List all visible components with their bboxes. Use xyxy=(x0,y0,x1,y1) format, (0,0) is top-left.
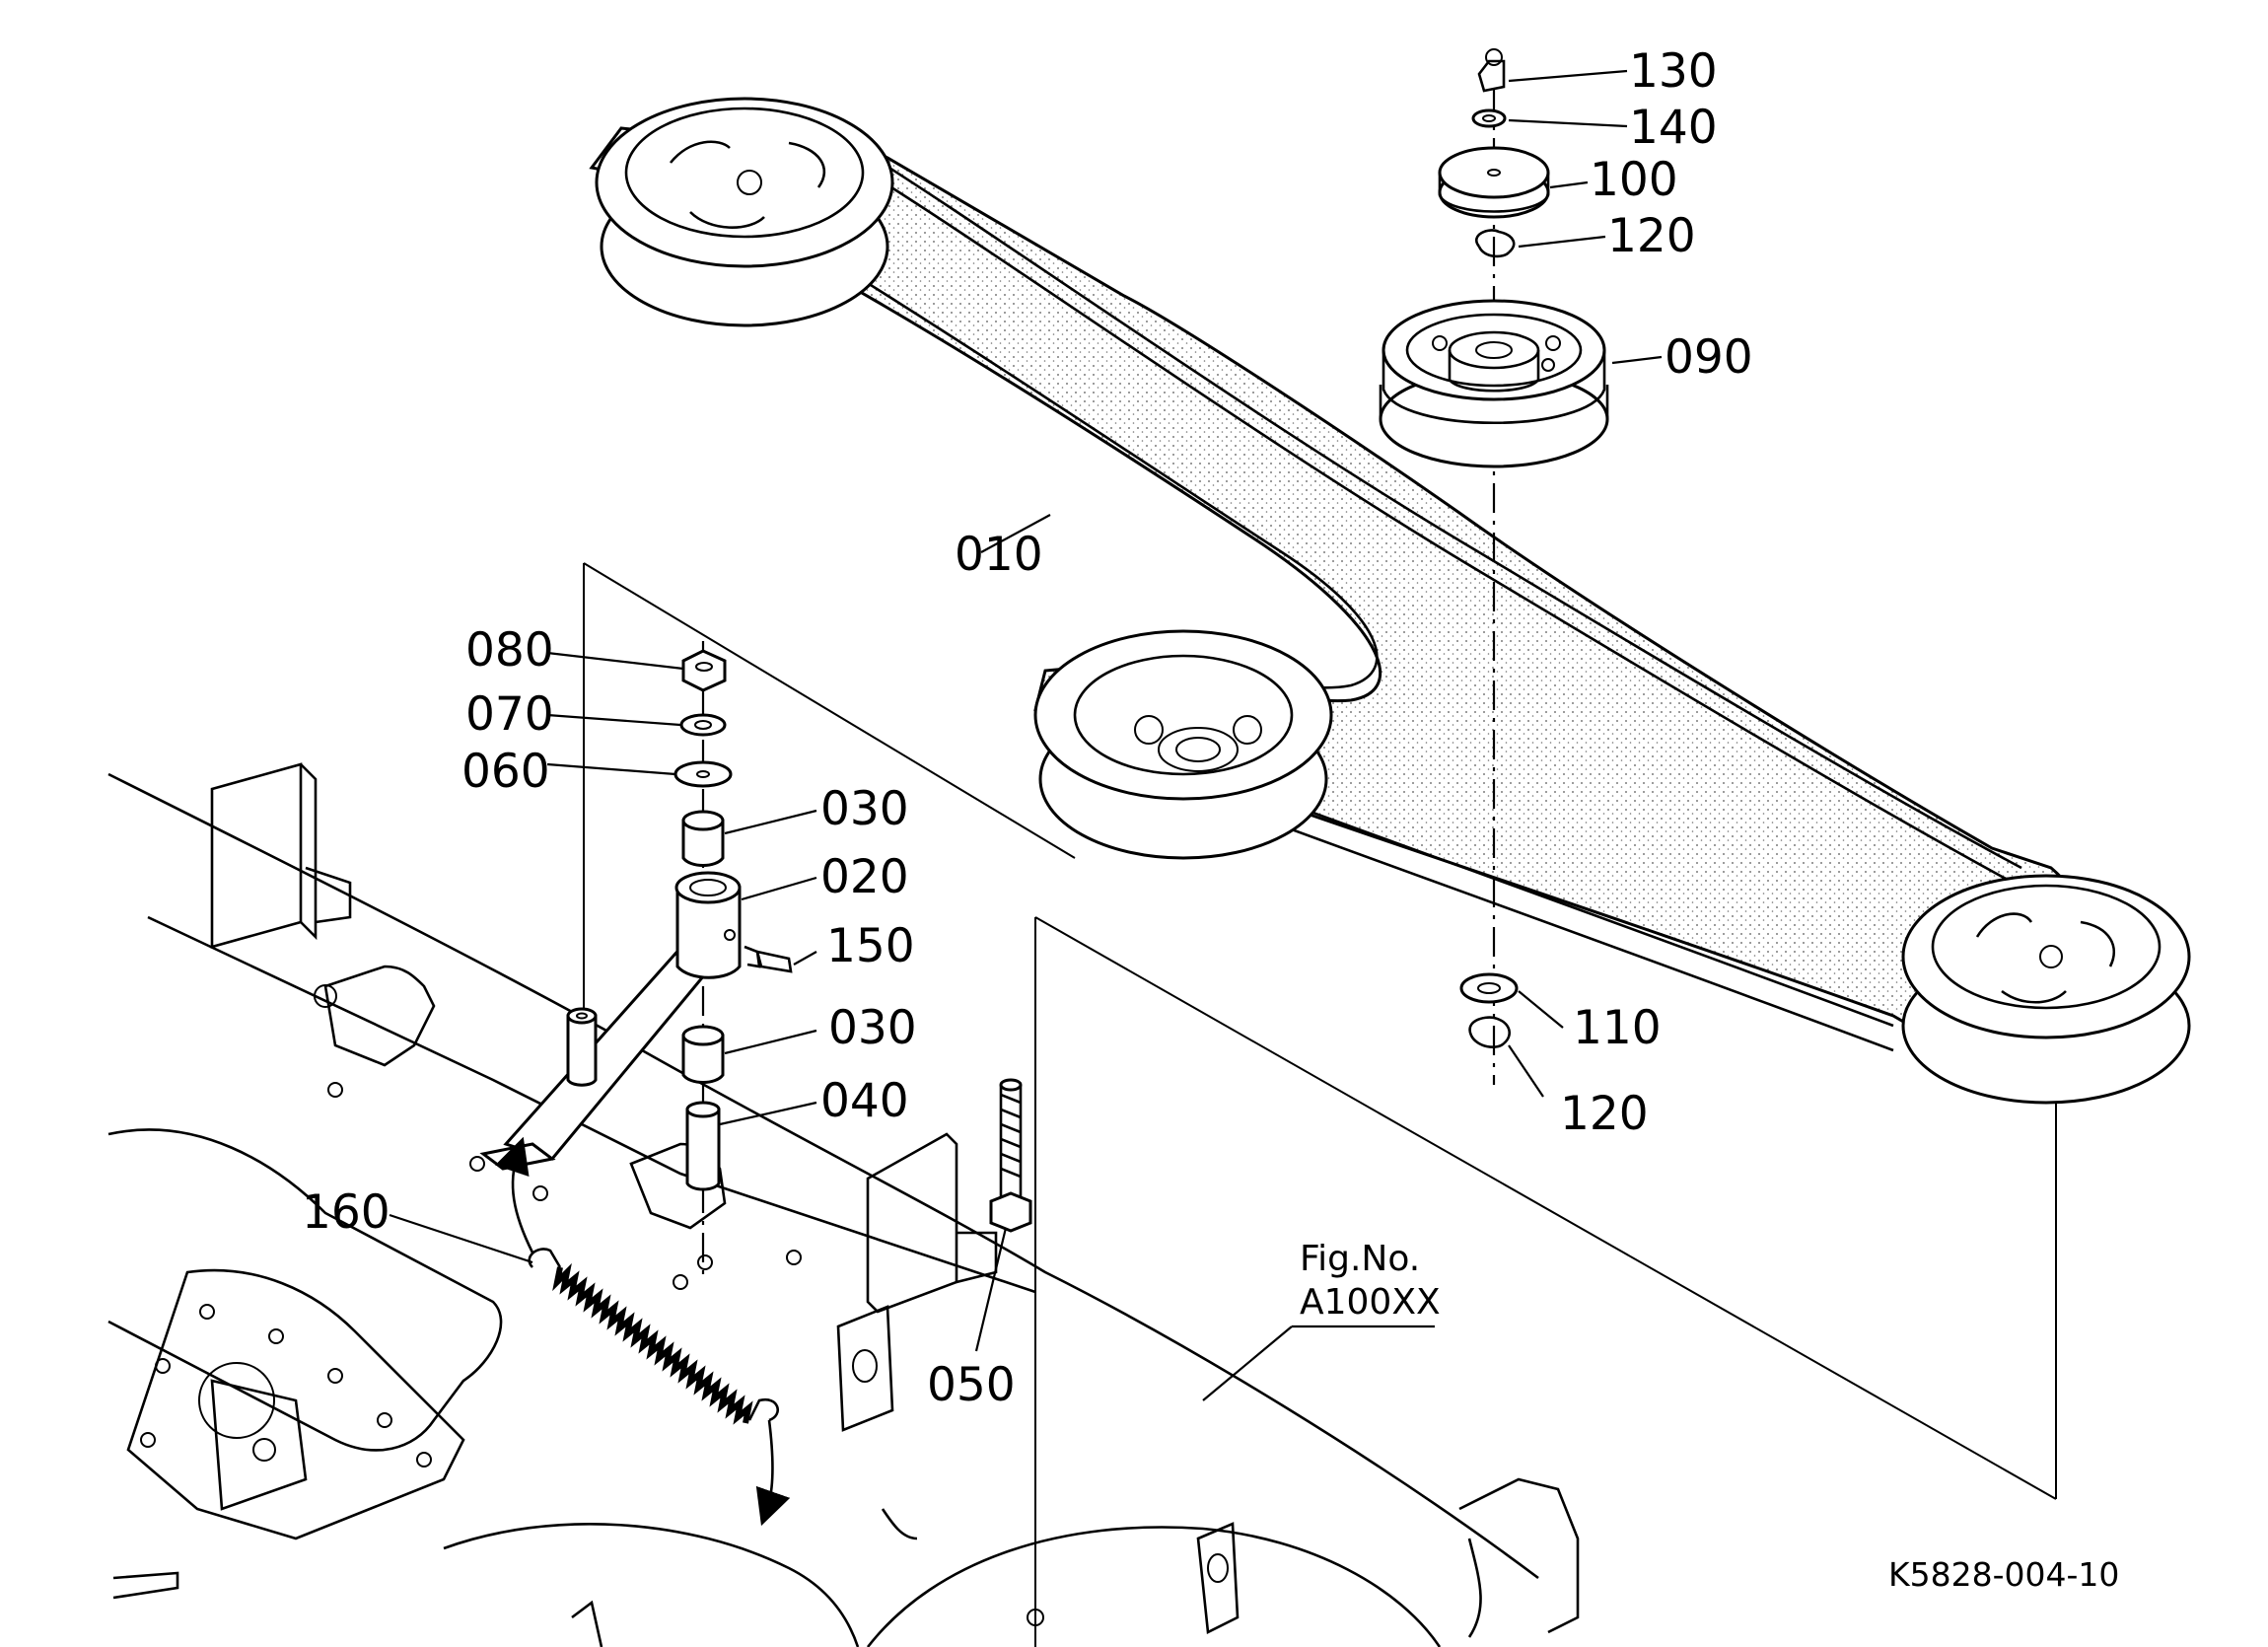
pulley-right xyxy=(1901,874,2191,1105)
callout-140: 140 xyxy=(1629,101,1718,155)
mower-deck xyxy=(107,562,2057,1647)
callout-080: 080 xyxy=(465,623,554,678)
callout-130: 130 xyxy=(1629,44,1718,99)
callout-090: 090 xyxy=(1665,330,1753,385)
callout-020: 020 xyxy=(820,850,909,904)
pulley-upper-left xyxy=(595,97,894,327)
figure-reference: Fig.No. A100XX K5828-004-10 xyxy=(1300,1239,2119,1594)
callout-060: 060 xyxy=(461,745,550,799)
leader-lines xyxy=(389,69,1663,1401)
tension-arm-assembly xyxy=(479,641,1032,1282)
callout-010: 010 xyxy=(955,528,1043,582)
fig-label: Fig.No. xyxy=(1300,1239,1420,1279)
callout-030-lower: 030 xyxy=(828,1001,917,1055)
callout-160: 160 xyxy=(302,1185,390,1240)
callout-120-upper: 120 xyxy=(1607,209,1696,263)
callout-150: 150 xyxy=(826,919,915,973)
fig-number: A100XX xyxy=(1300,1282,1441,1323)
pulley-middle xyxy=(1033,629,1333,860)
callout-050: 050 xyxy=(927,1358,1016,1412)
callout-120-lower: 120 xyxy=(1560,1087,1649,1141)
callout-110: 110 xyxy=(1573,1001,1662,1055)
callout-070: 070 xyxy=(465,687,554,742)
callout-040: 040 xyxy=(820,1074,909,1128)
spring-160 xyxy=(494,1136,791,1527)
idler-assembly xyxy=(1379,48,1609,1085)
callout-100: 100 xyxy=(1590,153,1678,207)
callout-030-upper: 030 xyxy=(820,782,909,836)
drawing-reference: K5828-004-10 xyxy=(1888,1555,2119,1594)
callout-labels: 130 140 100 120 090 010 080 070 060 030 … xyxy=(302,44,1753,1412)
